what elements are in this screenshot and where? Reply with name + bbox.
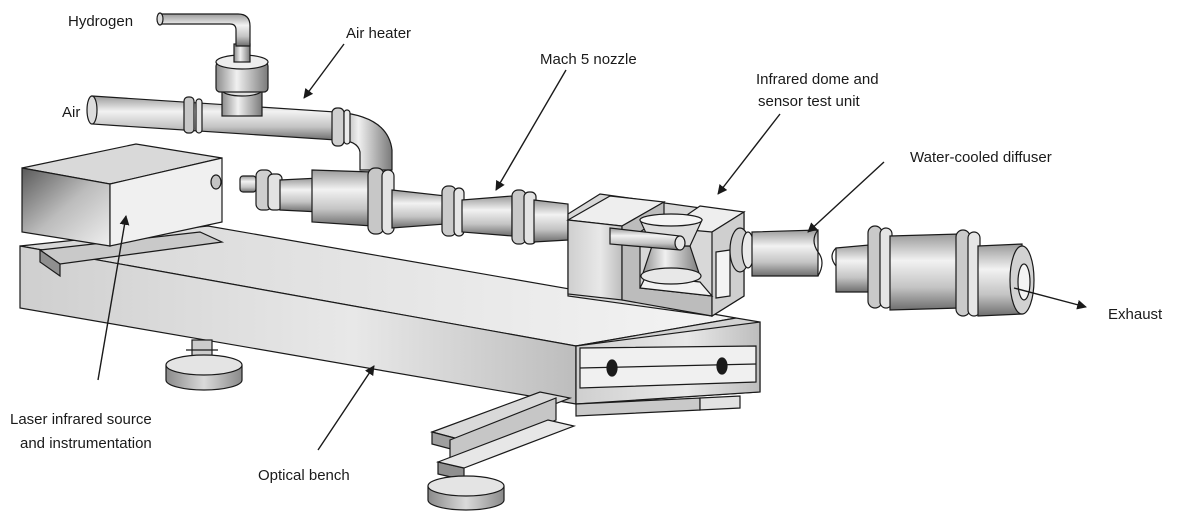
mach-5-nozzle xyxy=(239,167,569,245)
infrared-dome-test-unit xyxy=(566,193,755,318)
label-exhaust: Exhaust xyxy=(1108,306,1163,323)
label-mach-nozzle: Mach 5 nozzle xyxy=(540,51,637,68)
label-optical-bench: Optical bench xyxy=(258,467,350,484)
arrow-exhaust xyxy=(1013,287,1087,310)
air-heater xyxy=(215,43,269,117)
label-laser-line2: and instrumentation xyxy=(20,435,152,452)
hydrogen-line xyxy=(156,12,251,47)
arrow-dome-unit xyxy=(717,113,781,195)
labels: Hydrogen Air Air heater Mach 5 nozzle In… xyxy=(10,13,1163,484)
label-diffuser: Water-cooled diffuser xyxy=(910,149,1052,166)
water-cooled-diffuser xyxy=(751,225,1035,317)
label-air: Air xyxy=(62,104,80,121)
label-laser-line1: Laser infrared source xyxy=(10,411,152,428)
arrow-diffuser xyxy=(807,161,885,233)
arrow-laser-source xyxy=(97,215,130,381)
arrow-air-heater xyxy=(303,43,345,99)
bench-foot-right xyxy=(427,391,577,511)
air-supply-pipe xyxy=(86,95,393,171)
optical-bench xyxy=(19,225,761,417)
arrow-optical-bench xyxy=(317,365,375,451)
leader-arrows xyxy=(97,43,1087,451)
laser-infrared-source-box xyxy=(21,143,225,278)
label-dome-line1: Infrared dome and xyxy=(756,71,879,88)
bench-foot-left xyxy=(165,339,243,391)
arrow-mach-nozzle xyxy=(495,69,567,191)
label-dome-line2: sensor test unit xyxy=(758,93,861,110)
label-air-heater: Air heater xyxy=(346,25,411,42)
label-hydrogen: Hydrogen xyxy=(68,13,133,30)
